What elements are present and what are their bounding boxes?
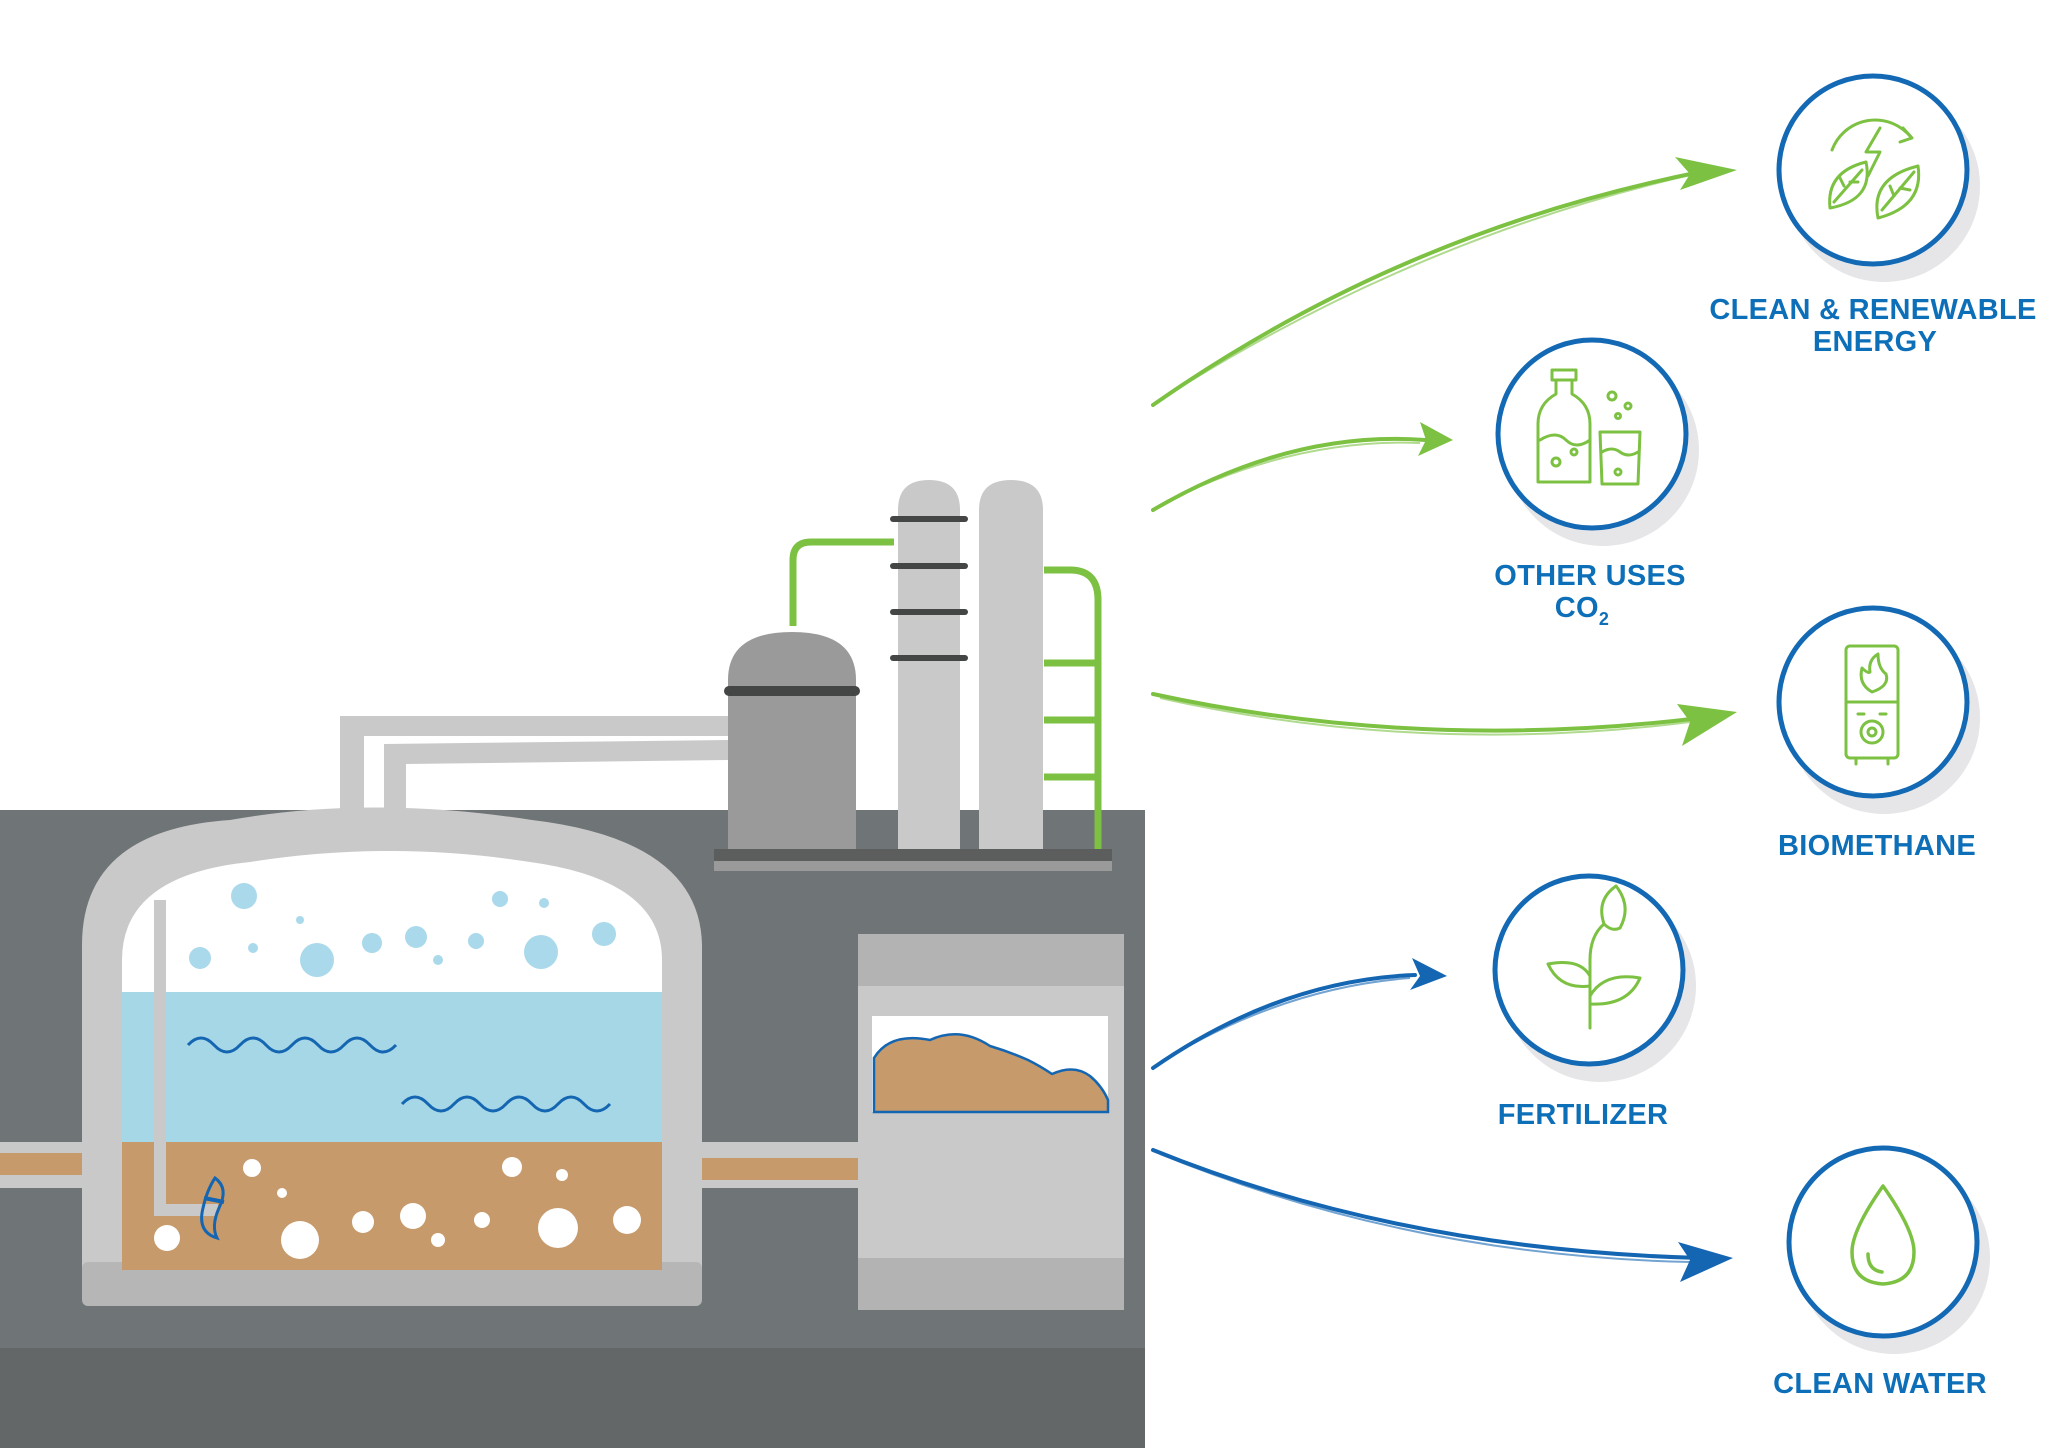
co2-formula: CO — [1555, 592, 1599, 624]
output-co2: OTHER USES CO2 — [1494, 337, 1699, 629]
sludge-bubbles — [154, 1157, 641, 1259]
mixer-propeller-icon — [200, 1175, 225, 1241]
bottle-glass-icon — [1536, 368, 1642, 486]
upgrading-unit — [714, 480, 1112, 871]
output-biomethane: BIOMETHANE — [1776, 605, 1980, 862]
label-energy-line1: CLEAN & RENEWABLE — [1709, 294, 2036, 326]
leaf-lightning-recycle-icon — [1828, 118, 1921, 220]
water-drop-icon — [1850, 1184, 1916, 1286]
sprout-plant-icon — [1546, 884, 1642, 1030]
output-arrows — [1151, 157, 1737, 1282]
output-water: CLEAN WATER — [1773, 1145, 1990, 1400]
label-biomethane: BIOMETHANE — [1778, 830, 1976, 862]
digester-tank — [82, 807, 702, 1306]
arrow-co2 — [1151, 422, 1453, 512]
label-co2-line2: CO2 — [1555, 592, 1609, 629]
arrow-energy — [1151, 157, 1737, 407]
gas-pipe — [340, 716, 728, 810]
output-fertilizer: FERTILIZER — [1492, 873, 1696, 1131]
gas-boiler-flame-icon — [1844, 644, 1900, 766]
output-energy: CLEAN & RENEWABLE ENERGY — [1709, 73, 2036, 358]
arrow-fertilizer — [1151, 958, 1447, 1070]
label-co2-line1: OTHER USES — [1494, 560, 1686, 592]
arrow-water — [1151, 1148, 1733, 1282]
digestate-tank — [858, 934, 1124, 1310]
gas-bubbles — [189, 883, 616, 977]
co2-subscript: 2 — [1599, 609, 1609, 629]
label-fertilizer: FERTILIZER — [1498, 1099, 1669, 1131]
label-energy-line2: ENERGY — [1813, 326, 1937, 358]
arrow-biomethane — [1151, 692, 1737, 746]
sludge-pipe — [0, 1142, 858, 1188]
label-water: CLEAN WATER — [1773, 1368, 1987, 1400]
